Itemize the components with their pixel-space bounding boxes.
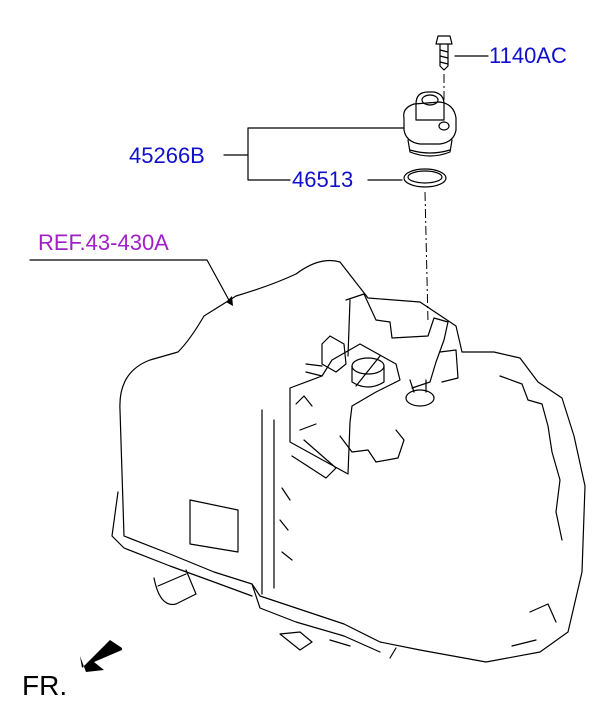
label-46513[interactable]: 46513 xyxy=(292,167,354,192)
label-45266b[interactable]: 45266B xyxy=(129,143,205,168)
bolt-part[interactable] xyxy=(435,35,453,71)
centerline-lower xyxy=(424,191,429,323)
o-ring-part[interactable] xyxy=(403,168,447,188)
label-front: FR. xyxy=(22,670,68,701)
transmission-housing[interactable] xyxy=(111,259,586,663)
sensor-cover-part[interactable] xyxy=(403,91,457,157)
callout-bracket xyxy=(223,127,405,181)
leader-reference xyxy=(29,259,231,303)
arrow-down-left-icon xyxy=(80,640,122,672)
label-1140ac[interactable]: 1140AC xyxy=(489,43,567,68)
housing-window xyxy=(189,499,239,553)
label-ref-43-430a[interactable]: REF.43-430A xyxy=(38,230,169,255)
